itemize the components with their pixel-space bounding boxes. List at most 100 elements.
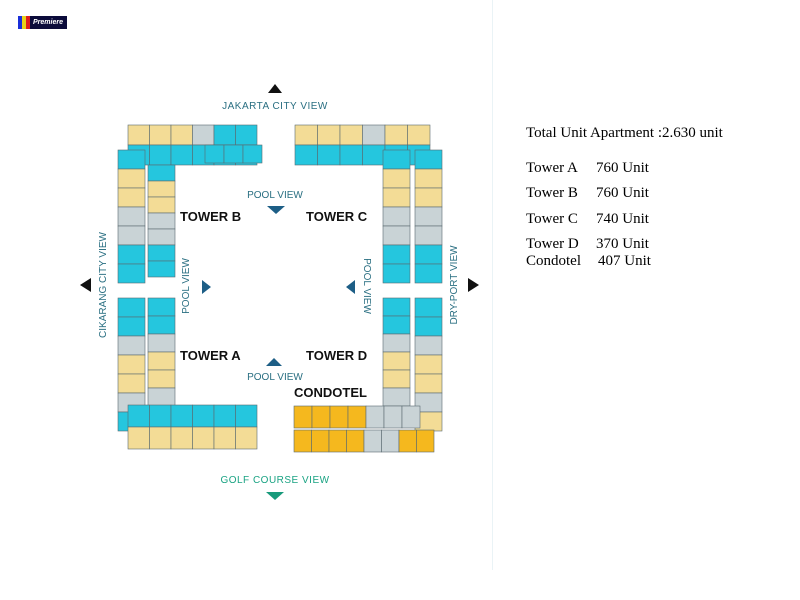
east-arrow-icon <box>468 278 479 292</box>
pool-view-label-left: POOL VIEW <box>181 258 192 314</box>
unit-block <box>414 225 443 246</box>
unit-block <box>213 426 236 450</box>
view-label-bottom: GOLF COURSE VIEW <box>220 475 329 486</box>
unit-block <box>382 225 411 246</box>
tower-a-label: TOWER A <box>180 348 241 363</box>
unit-block <box>414 244 443 265</box>
unit-block <box>339 124 363 146</box>
pool-arrow-up-icon <box>266 358 282 366</box>
floor-plan: JAKARTA CITY VIEW GOLF COURSE VIEW CIKAR… <box>80 84 479 500</box>
unit-block <box>346 429 365 453</box>
logo-text: Premiere <box>30 16 67 29</box>
unit-block <box>382 187 411 208</box>
unit-block <box>328 429 347 453</box>
unit-block <box>294 124 318 146</box>
pool-view-label-bottom: POOL VIEW <box>247 372 303 383</box>
unit-block <box>416 429 435 453</box>
unit-block <box>147 351 176 371</box>
summary-row-tower-b: Tower B 760 Unit <box>526 185 649 202</box>
summary-row-name: Condotel <box>526 253 581 269</box>
unit-block <box>147 297 176 317</box>
pool-view-label-right: POOL VIEW <box>361 258 372 314</box>
tower-d-label: TOWER D <box>306 348 367 363</box>
unit-block <box>293 429 312 453</box>
logo-stripe-yellow <box>22 16 26 29</box>
unit-block <box>147 244 176 262</box>
pool-view-label-top: POOL VIEW <box>247 190 303 201</box>
unit-block <box>414 206 443 227</box>
unit-block <box>192 426 215 450</box>
unit-block <box>382 244 411 265</box>
unit-block <box>223 144 244 164</box>
unit-block <box>192 124 215 146</box>
unit-block <box>311 405 331 429</box>
unit-block <box>117 373 146 394</box>
unit-block <box>147 228 176 246</box>
unit-block <box>147 315 176 335</box>
unit-block <box>414 354 443 375</box>
unit-block <box>117 149 146 170</box>
summary-row-name: Tower B <box>526 185 578 201</box>
view-label-top: JAKARTA CITY VIEW <box>222 101 328 112</box>
unit-block <box>414 316 443 337</box>
unit-block <box>407 124 431 146</box>
pool-arrow-right-icon <box>202 280 211 294</box>
unit-block <box>363 429 382 453</box>
unit-block <box>365 405 385 429</box>
unit-block <box>235 404 258 428</box>
unit-block <box>147 387 176 407</box>
unit-block <box>414 335 443 356</box>
summary-row-tower-a: Tower A 760 Unit <box>526 160 649 177</box>
unit-block <box>149 144 172 166</box>
pool-arrow-left-icon <box>346 280 355 294</box>
unit-block <box>382 351 411 371</box>
summary-row-units: 407 Unit <box>598 253 651 269</box>
logo-stripe-blue <box>18 16 22 29</box>
total-units-text: Total Unit Apartment :2.630 unit <box>526 125 723 141</box>
unit-block <box>192 404 215 428</box>
unit-block <box>170 144 193 166</box>
unit-block <box>414 263 443 284</box>
summary-row-condotel: Condotel 407 Unit <box>526 253 651 270</box>
unit-block <box>117 187 146 208</box>
unit-block <box>382 387 411 407</box>
view-label-left: CIKARANG CITY VIEW <box>98 231 109 338</box>
unit-block <box>382 263 411 284</box>
unit-block <box>339 144 363 166</box>
unit-block <box>117 168 146 189</box>
unit-block <box>149 426 172 450</box>
unit-block <box>414 149 443 170</box>
unit-block <box>398 429 417 453</box>
premiere-logo: Premiere <box>18 16 67 29</box>
unit-block <box>147 369 176 389</box>
summary-row-units: 740 Unit <box>596 211 649 227</box>
unit-block <box>117 244 146 265</box>
unit-block <box>384 124 408 146</box>
unit-block <box>117 297 146 318</box>
unit-block <box>401 405 421 429</box>
unit-block <box>147 333 176 353</box>
summary-row-name: Tower A <box>526 160 578 176</box>
unit-block <box>382 369 411 389</box>
unit-block <box>170 404 193 428</box>
unit-block <box>382 168 411 189</box>
unit-block <box>213 124 236 146</box>
unit-block <box>381 429 400 453</box>
unit-block <box>362 124 386 146</box>
west-arrow-icon <box>80 278 91 292</box>
south-arrow-icon <box>266 492 284 500</box>
unit-block <box>170 426 193 450</box>
unit-block <box>383 405 403 429</box>
unit-block <box>147 212 176 230</box>
unit-block <box>235 426 258 450</box>
summary-row-units: 760 Unit <box>596 185 649 201</box>
summary-row-units: 760 Unit <box>596 160 649 176</box>
unit-block <box>414 187 443 208</box>
unit-block <box>382 206 411 227</box>
unit-block <box>147 260 176 278</box>
unit-block <box>147 180 176 198</box>
unit-block <box>147 164 176 182</box>
unit-block <box>117 206 146 227</box>
